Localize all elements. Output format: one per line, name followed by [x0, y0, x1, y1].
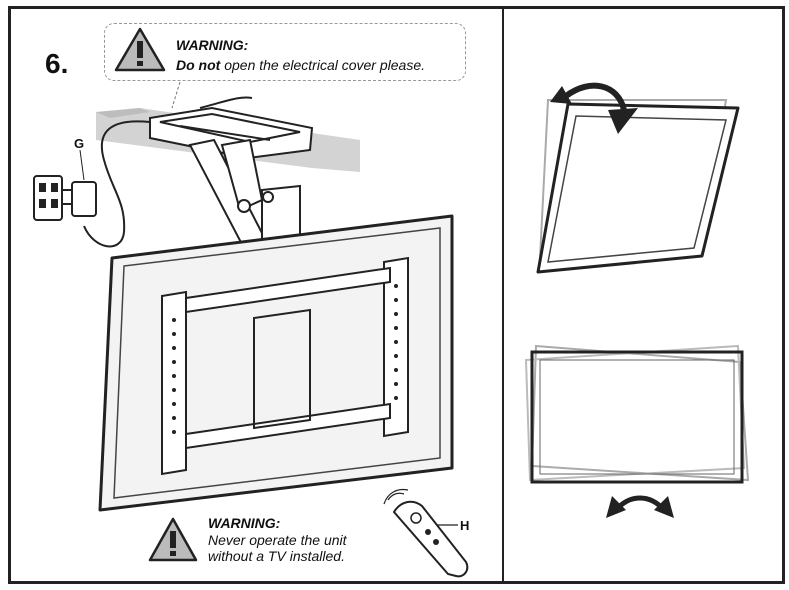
- remote-control-icon: [383, 488, 469, 578]
- bracket-holes: [172, 284, 398, 434]
- top-warning-title: WARNING:: [176, 37, 249, 53]
- mounting-bracket: [161, 256, 409, 476]
- top-warning-text: Do not open the electrical cover please.: [176, 57, 425, 73]
- panel-divider: [502, 6, 504, 584]
- bottom-warning-title: WARNING:: [208, 515, 281, 531]
- swivel-illustration: [524, 344, 750, 518]
- warning-triangle-icon: [114, 27, 166, 72]
- rotate-arrow-icon: [550, 82, 638, 134]
- top-warning-emphasis: Do not: [176, 57, 221, 73]
- warning-triangle-icon: [148, 517, 198, 562]
- top-warning-message: open the electrical cover please.: [220, 57, 426, 73]
- remote-label: H: [460, 518, 470, 533]
- step-number: 6.: [45, 48, 69, 79]
- swivel-arrow-icon: [606, 495, 674, 518]
- bottom-warning-line1: Never operate the unit: [208, 532, 347, 548]
- adapter-label: G: [74, 136, 85, 151]
- tilt-illustration: [536, 82, 740, 274]
- power-adapter-icon: [33, 175, 97, 221]
- page-frame: [8, 6, 785, 584]
- bottom-warning-line2: without a TV installed.: [208, 548, 345, 564]
- top-warning-box: [104, 23, 466, 81]
